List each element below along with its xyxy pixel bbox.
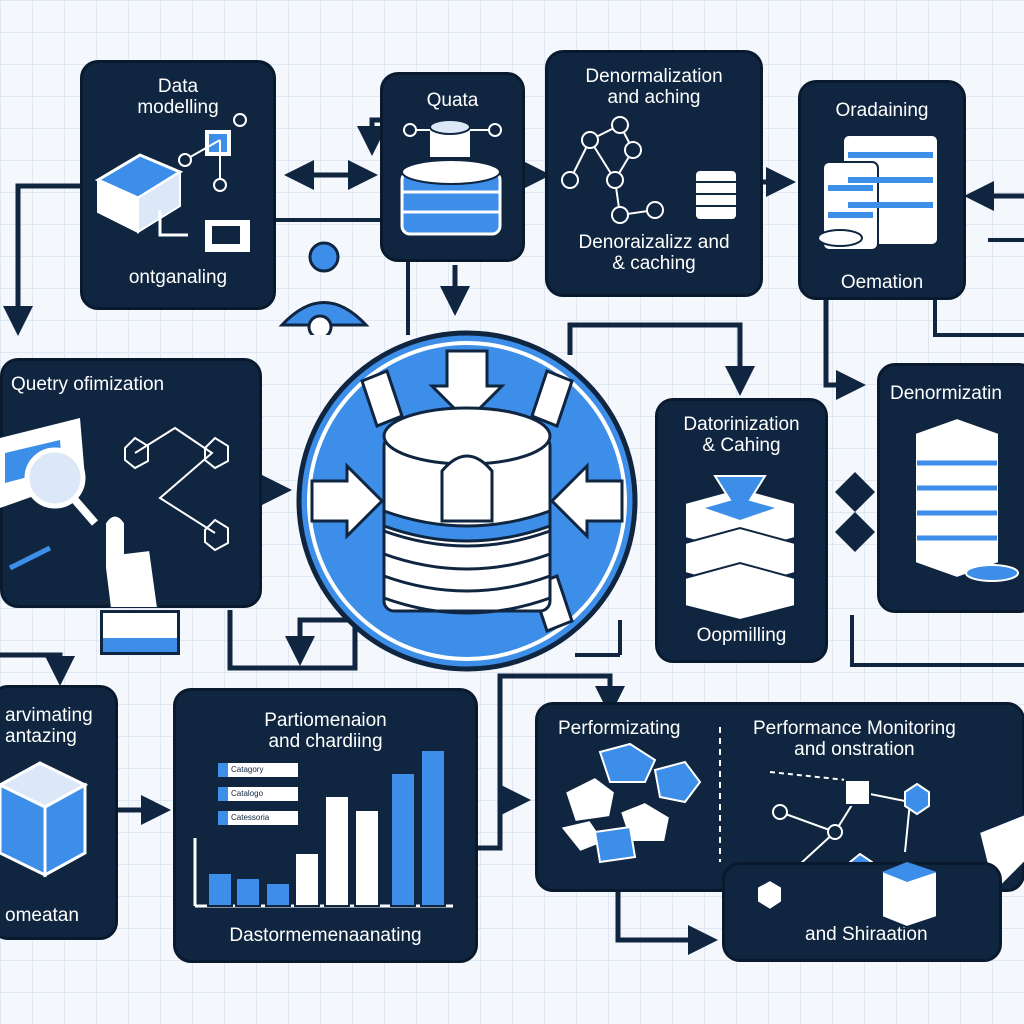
arrow-to-harvimating <box>0 652 75 686</box>
hub-arrow-topleft <box>360 369 404 428</box>
arrow-to-datorinization <box>567 322 755 396</box>
oradaining-title: Oradaining <box>835 100 929 121</box>
shiraation-label: and Shiraation <box>805 924 928 945</box>
hub-arrow-left <box>310 462 385 540</box>
diamond-bottom <box>835 512 875 552</box>
hand-cuff <box>100 610 180 655</box>
arrow-perf-to-shiraation <box>615 890 718 955</box>
denormalization-title: Denormalization and aching <box>585 66 723 108</box>
data-modelling-title: Data modelling <box>137 76 219 118</box>
layered-boxes-icon <box>684 475 796 622</box>
cube-graph-icon <box>94 113 250 252</box>
denormalization-subtitle: Denoraizalizz and & caching <box>578 232 730 274</box>
panel-denormizatin: Denormizatin <box>877 363 1024 613</box>
panel-denormalization-caching: Denormalization and aching Denoraizalizz… <box>545 50 763 297</box>
chart-legend: Catagory Catalogo Catessoria <box>218 763 298 825</box>
hub-arrow-top <box>428 349 506 424</box>
blue-cube-icon <box>0 761 89 878</box>
arrow-core-loop <box>227 610 358 671</box>
query-optimization-title: Quetry ofimization <box>11 374 165 395</box>
panel-harvimating: arvimating antazing omeatan <box>0 685 118 940</box>
datorinization-title: Datorinization & Cahing <box>683 414 800 456</box>
oemation-label: Oemation <box>840 272 924 293</box>
performizating-title: Performizating <box>558 718 681 739</box>
dastor-label: Dastormemenaanating <box>229 925 422 946</box>
panel-datorinization: Datorinization & Cahing Oopmilling <box>655 398 828 663</box>
ontanaling-label: ontganaling <box>128 267 228 288</box>
harvimating-title: arvimating antazing <box>5 705 93 747</box>
shiraation-icon <box>756 862 938 929</box>
arrow-partition-to-performizating <box>478 673 625 851</box>
panel-partitioning: Partiomenaion and chardiing Dastormemena… <box>173 688 478 963</box>
partitioning-title: Partiomenaion and chardiing <box>264 710 387 752</box>
panel-data-modelling: Data modelling ontganaling <box>80 60 276 310</box>
omeatan-label: omeatan <box>5 905 79 926</box>
denormizatin-title: Denormizatin <box>890 383 1002 404</box>
panel-shiraation: and Shiraation <box>722 862 1002 962</box>
legend-item-3: Catessoria <box>218 811 298 825</box>
hub-arrow-right <box>549 462 624 540</box>
opmilling-label: Oopmilling <box>696 625 787 646</box>
person-icon <box>278 241 370 335</box>
quata-title: Quata <box>426 90 479 111</box>
central-database-hub <box>296 330 638 672</box>
panel-query-optimization: Quetry ofimization <box>0 358 262 608</box>
arrow-oradaining-down <box>823 300 866 400</box>
performance-monitoring-title: Performance Monitoring and onstration <box>753 718 956 760</box>
legend-item-1: Catagory <box>218 763 298 777</box>
database-stack-icon <box>400 119 502 236</box>
panel-quata: Quata <box>380 72 525 262</box>
query-magnifier-icon <box>0 418 229 608</box>
diamond-top <box>835 472 875 512</box>
hub-arrow-topright <box>530 369 574 428</box>
graph-network-icon <box>561 116 738 224</box>
legend-item-2: Catalogo <box>218 787 298 801</box>
arrow-left-loop <box>3 183 80 336</box>
bar-chart-icon <box>193 749 453 908</box>
server-rack-icon <box>914 416 1019 582</box>
panel-oradaining: Oradaining Oemation <box>798 80 966 300</box>
server-stack-icon <box>817 134 939 251</box>
